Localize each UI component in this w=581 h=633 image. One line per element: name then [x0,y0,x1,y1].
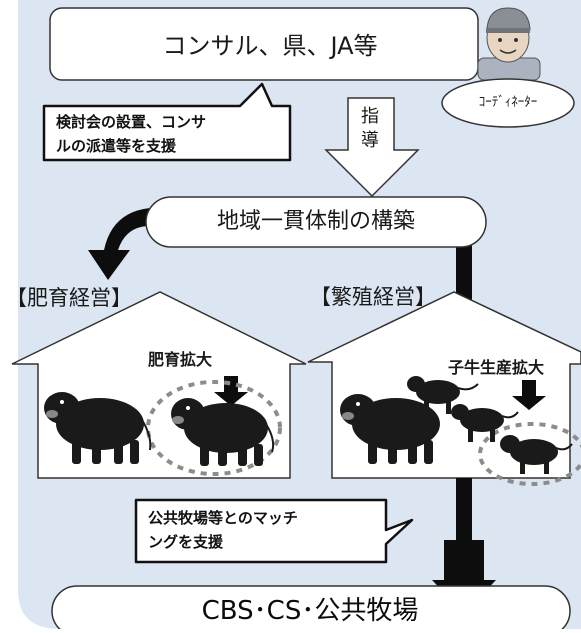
breeding-dashed-circle [478,422,581,486]
coordinator-label-bubble [441,78,575,128]
fattening-caption: 肥育拡大 [148,350,213,369]
cattle-icon [340,394,440,464]
breeding-heading: 【繁殖経営】 [310,285,436,309]
fattening-down-arrow [214,376,248,406]
fattening-dashed-circle [146,380,282,476]
top-box [49,7,479,81]
callout-support-text: 検討会の設置、コンサ ルの派遣等を支援 [56,110,206,158]
guidance-label-char: 指 [361,106,379,127]
fattening-heading: 【肥育経営】 [6,286,132,310]
callout-matching-line: 公共牧場等とのマッチ [148,509,298,527]
cattle-icon [171,398,275,466]
coordinator-person-icon [477,7,541,81]
calf-icon [451,404,519,442]
breeding-down-arrow [512,380,546,410]
callout-matching-text: 公共牧場等とのマッチ ングを支援 [148,506,298,554]
curved-arrow-left [88,208,150,280]
center-box-label: 地域一貫体制の構築 [216,209,415,234]
callout-support-box [42,82,292,162]
breeding-caption: 子牛生産拡大 [448,358,545,377]
guidance-label-char: 導 [361,130,379,151]
callout-support-line: 検討会の設置、コンサ [56,113,207,131]
calf-icon [407,376,479,414]
coordinator-label: ｺｰﾃﾞｨﾈｰﾀｰ [478,95,538,110]
guidance-arrow [324,97,420,198]
flow-connector-bar-lower [456,478,472,548]
bottom-box [51,585,571,633]
callout-matching-line: ングを支援 [148,533,224,551]
top-box-label: コンサル、県、JA等 [162,32,378,60]
callout-support-line: ルの派遣等を支援 [56,137,177,155]
cattle-icon [44,392,152,464]
callout-matching-box [134,498,414,564]
calf-icon [500,435,573,474]
center-box [145,196,487,248]
bottom-box-label: CBS･CS･公共牧場 [201,596,419,626]
